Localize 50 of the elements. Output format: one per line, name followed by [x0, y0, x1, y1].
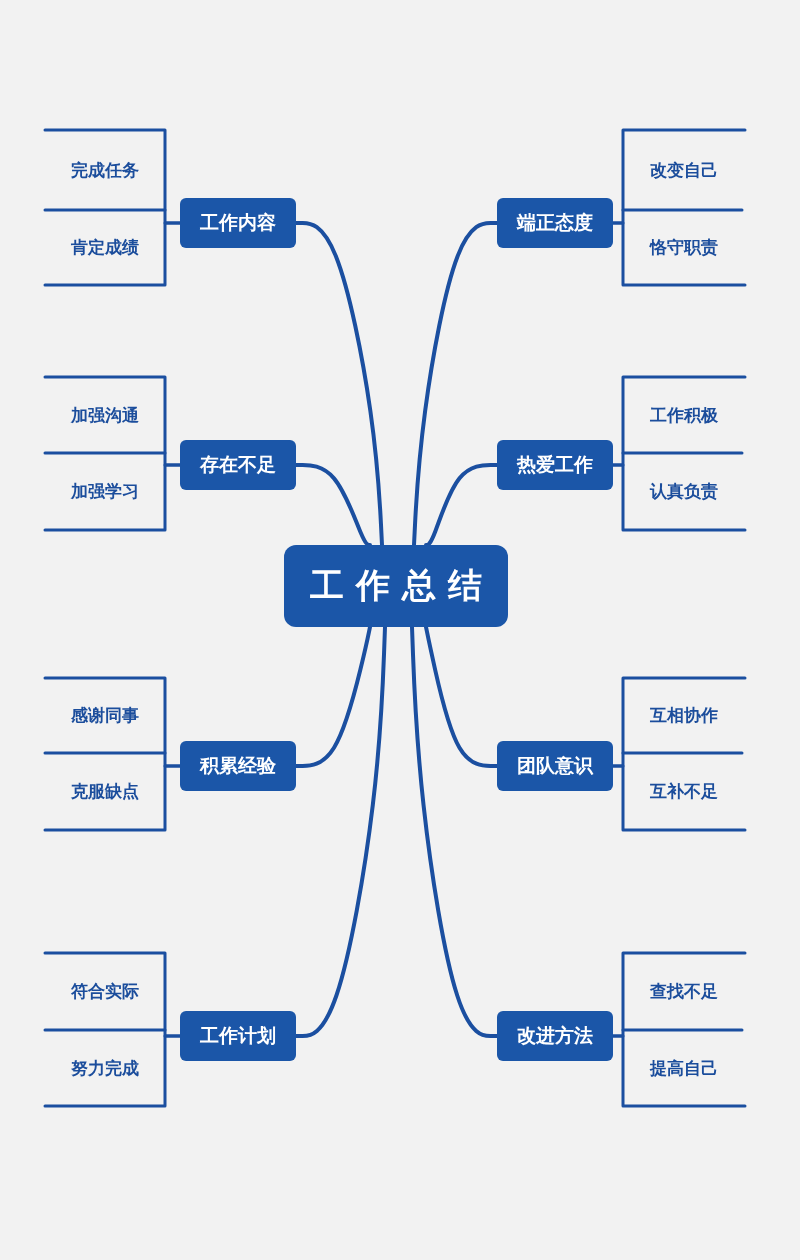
subtopic-label: 互相协作 [623, 678, 745, 753]
subtopic-label: 努力完成 [45, 1030, 165, 1106]
bracket-line [43, 1034, 182, 1108]
topic-label: 工作计划 [200, 1023, 276, 1048]
topic-box [180, 198, 296, 248]
subtopic-label: 互补不足 [623, 753, 745, 830]
subtopic-label: 恪守职责 [623, 210, 745, 285]
central-topic-label: 工作总结 [309, 564, 494, 607]
subtopic-label: 加强沟通 [45, 377, 165, 453]
topic-label: 热爱工作 [517, 452, 593, 477]
topic-label: 工作内容 [200, 210, 276, 235]
topic-box [180, 440, 296, 490]
bracket-line [611, 221, 747, 287]
subtopic-label: 加强学习 [45, 453, 165, 530]
branch-connector [294, 625, 387, 1038]
topic-label: 端正态度 [517, 210, 593, 235]
bracket-line [43, 463, 182, 532]
topic-label: 改进方法 [517, 1023, 593, 1048]
topic-label: 存在不足 [200, 452, 276, 477]
bracket-line [611, 1034, 747, 1108]
topic-box [497, 741, 613, 791]
topic-box [497, 440, 613, 490]
subtopic-label: 完成任务 [45, 130, 165, 210]
bracket-line [43, 764, 182, 832]
topic-box [180, 1011, 296, 1061]
branch-connector [410, 625, 499, 1038]
subtopic-label: 克服缺点 [45, 753, 165, 830]
branch-connector [294, 221, 384, 547]
subtopic-label: 查找不足 [623, 953, 745, 1030]
subtopic-label: 肯定成绩 [45, 210, 165, 285]
central-topic-box [284, 545, 508, 627]
subtopic-label: 工作积极 [623, 377, 745, 453]
branch-connector [294, 463, 372, 547]
subtopic-label: 改变自己 [623, 130, 745, 210]
topic-box [497, 198, 613, 248]
branch-connector [294, 625, 372, 768]
subtopic-label: 认真负责 [623, 453, 745, 530]
subtopic-label: 感谢同事 [45, 678, 165, 753]
bracket-line [611, 764, 747, 832]
bracket-line [43, 221, 182, 287]
topic-label: 积累经验 [200, 753, 276, 778]
branch-connector [424, 625, 499, 768]
branch-connector [424, 463, 499, 547]
topic-box [497, 1011, 613, 1061]
subtopic-label: 提高自己 [623, 1030, 745, 1106]
topic-label: 团队意识 [517, 753, 593, 778]
topic-box [180, 741, 296, 791]
bracket-line [611, 463, 747, 532]
branch-connector [412, 221, 499, 547]
subtopic-label: 符合实际 [45, 953, 165, 1030]
